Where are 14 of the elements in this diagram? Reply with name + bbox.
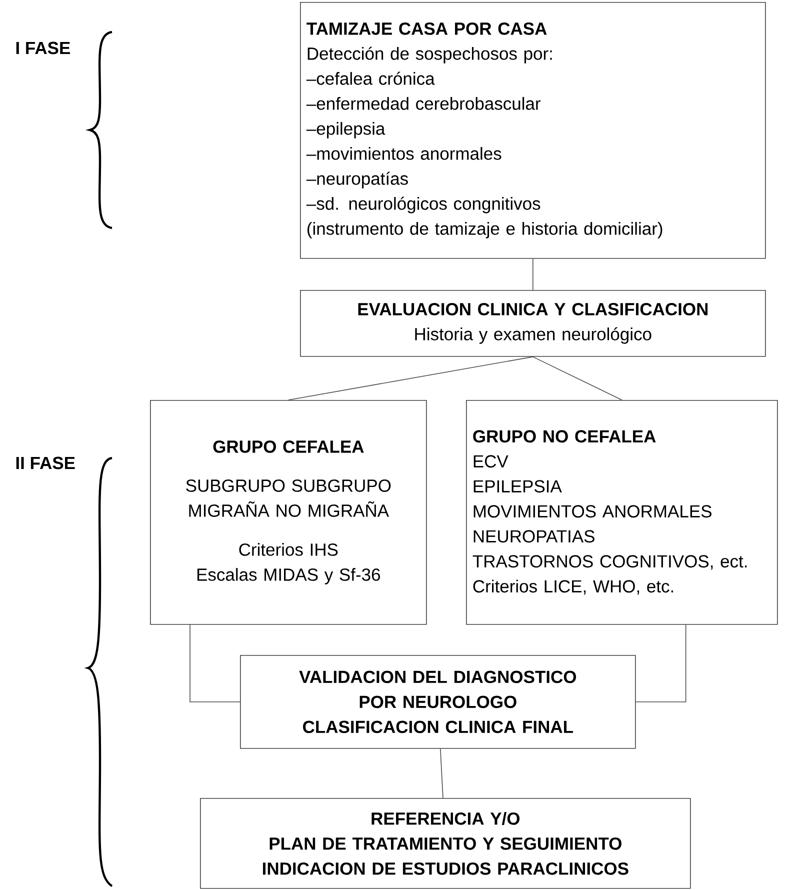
connector-line	[288, 356, 534, 400]
connector-line	[440, 748, 444, 798]
connector-line	[190, 624, 240, 702]
phase-label: I FASE	[16, 42, 70, 54]
process-box: EVALUACION CLINICA Y CLASIFICACION Historia y examen neurológico	[300, 290, 766, 357]
process-box: VALIDACION DEL DIAGNOSTICO POR NEUROLOGO CLASIFICACION CLINICA FINAL	[240, 655, 636, 749]
connector-line	[532, 258, 534, 290]
connector-line	[532, 356, 622, 400]
group-box: GRUPO CEFALEA SUBGRUPO SUBGRUPO MIGRAÑA NO MIGRAÑA Criterios IHS Escalas MIDAS y Sf-36	[150, 400, 427, 625]
process-box: REFERENCIA Y/O PLAN DE TRATAMIENTO Y SEGUIMIENTO INDICACION DE ESTUDIOS PARACLINICOS	[200, 798, 691, 889]
connector-line	[635, 624, 686, 702]
process-box: TAMIZAJE CASA POR CASA Detección de sospechosos por: –cefalea crónica –enfermedad cerebrobascular –epilepsia –movimientos anormales –neuropatías –sd. neurológicos congnitivos (instrumento de tamizaje e historia domiciliar)	[300, 2, 766, 259]
group-box: GRUPO NO CEFALEA ECV EPILEPSIA MOVIMIENTOS ANORMALES NEUROPATIAS TRASTORNOS COGNITIVOS, ect. Criterios LICE, WHO, etc.	[466, 400, 778, 625]
phase-label: II FASE	[16, 456, 75, 470]
